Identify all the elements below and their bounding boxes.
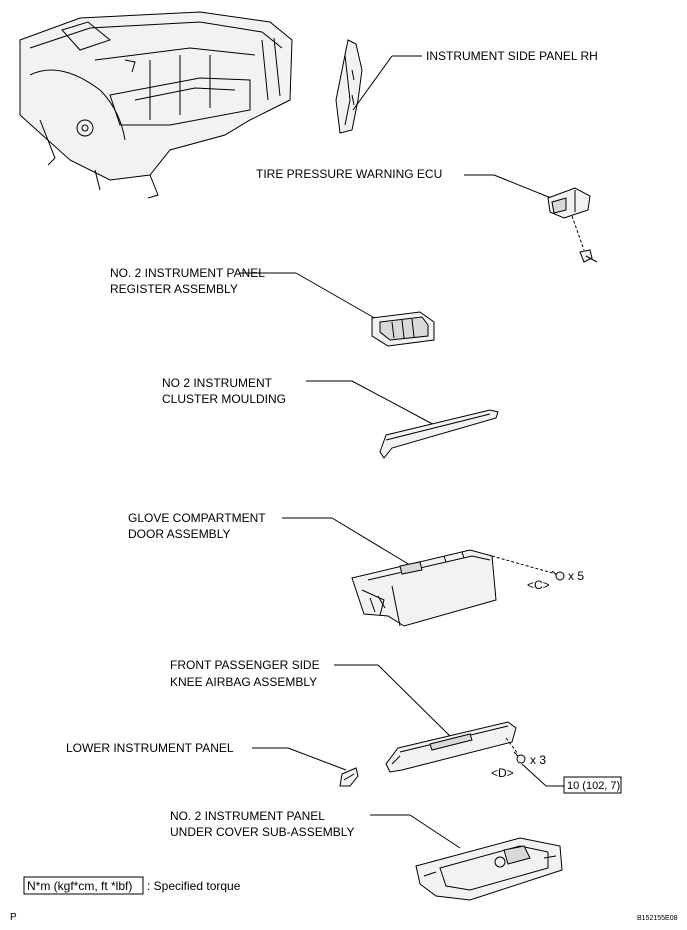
glove-compartment-door-illustration	[351, 549, 497, 627]
fastener-d-icon	[513, 751, 526, 764]
leader-under-cover	[409, 814, 461, 849]
fastener-c-quantity: x 5	[568, 569, 584, 583]
torque-legend: N*m (kgf*cm, ft *lbf) : Specified torque	[23, 876, 241, 895]
leader-ecu	[493, 174, 557, 201]
torque-callout: 10 (102, 7)	[546, 776, 622, 794]
fastener-d-reference: <D>	[491, 766, 514, 780]
lower-instrument-panel-illustration	[339, 767, 359, 787]
ecu-bolt-icon	[579, 249, 598, 263]
figure-id: B152155E08	[637, 915, 678, 922]
torque-value: 10 (102, 7)	[567, 780, 620, 792]
cluster-moulding-label-line2: CLUSTER MOULDING	[162, 392, 286, 406]
leader-side-panel	[352, 55, 393, 111]
torque-legend-description: : Specified torque	[147, 879, 241, 893]
fastener-d-quantity: x 3	[530, 753, 546, 767]
under-cover-label-line1: NO. 2 INSTRUMENT PANEL	[170, 809, 325, 823]
knee-airbag-label-line2: KNEE AIRBAG ASSEMBLY	[170, 675, 317, 689]
leader-lower-panel	[287, 747, 347, 771]
leader-cluster-moulding	[351, 380, 441, 429]
knee-airbag-label-line1: FRONT PASSENGER SIDE	[170, 658, 320, 672]
fastener-c-reference: <C>	[527, 578, 550, 592]
torque-legend-units: N*m (kgf*cm, ft *lbf)	[27, 879, 132, 893]
register-label-line2: REGISTER ASSEMBLY	[110, 282, 238, 296]
under-cover-illustration	[415, 837, 563, 901]
cluster-moulding-illustration	[379, 409, 499, 459]
leader-register	[295, 272, 379, 321]
under-cover-label-line2: UNDER COVER SUB-ASSEMBLY	[170, 825, 354, 839]
glove-compartment-label-line1: GLOVE COMPARTMENT	[128, 511, 266, 525]
instrument-side-panel-rh-illustration	[335, 39, 363, 134]
lower-instrument-panel-label: LOWER INSTRUMENT PANEL	[66, 741, 234, 755]
cluster-moulding-label-line1: NO 2 INSTRUMENT	[162, 376, 273, 390]
tire-pressure-warning-ecu-illustration	[547, 187, 591, 219]
leader-knee-airbag	[377, 664, 453, 739]
register-label-line1: NO. 2 INSTRUMENT PANEL	[110, 266, 265, 280]
instrument-panel-illustration	[19, 11, 293, 199]
fastener-c-icon	[551, 570, 565, 581]
knee-airbag-illustration	[385, 721, 517, 773]
footer-mark: P	[10, 912, 17, 923]
glove-compartment-label-line2: DOOR ASSEMBLY	[128, 527, 230, 541]
tire-pressure-warning-ecu-label: TIRE PRESSURE WARNING ECU	[256, 167, 442, 181]
leader-glove-compartment	[331, 517, 411, 566]
instrument-side-panel-rh-label: INSTRUMENT SIDE PANEL RH	[426, 49, 598, 63]
register-assembly-illustration	[371, 311, 435, 347]
